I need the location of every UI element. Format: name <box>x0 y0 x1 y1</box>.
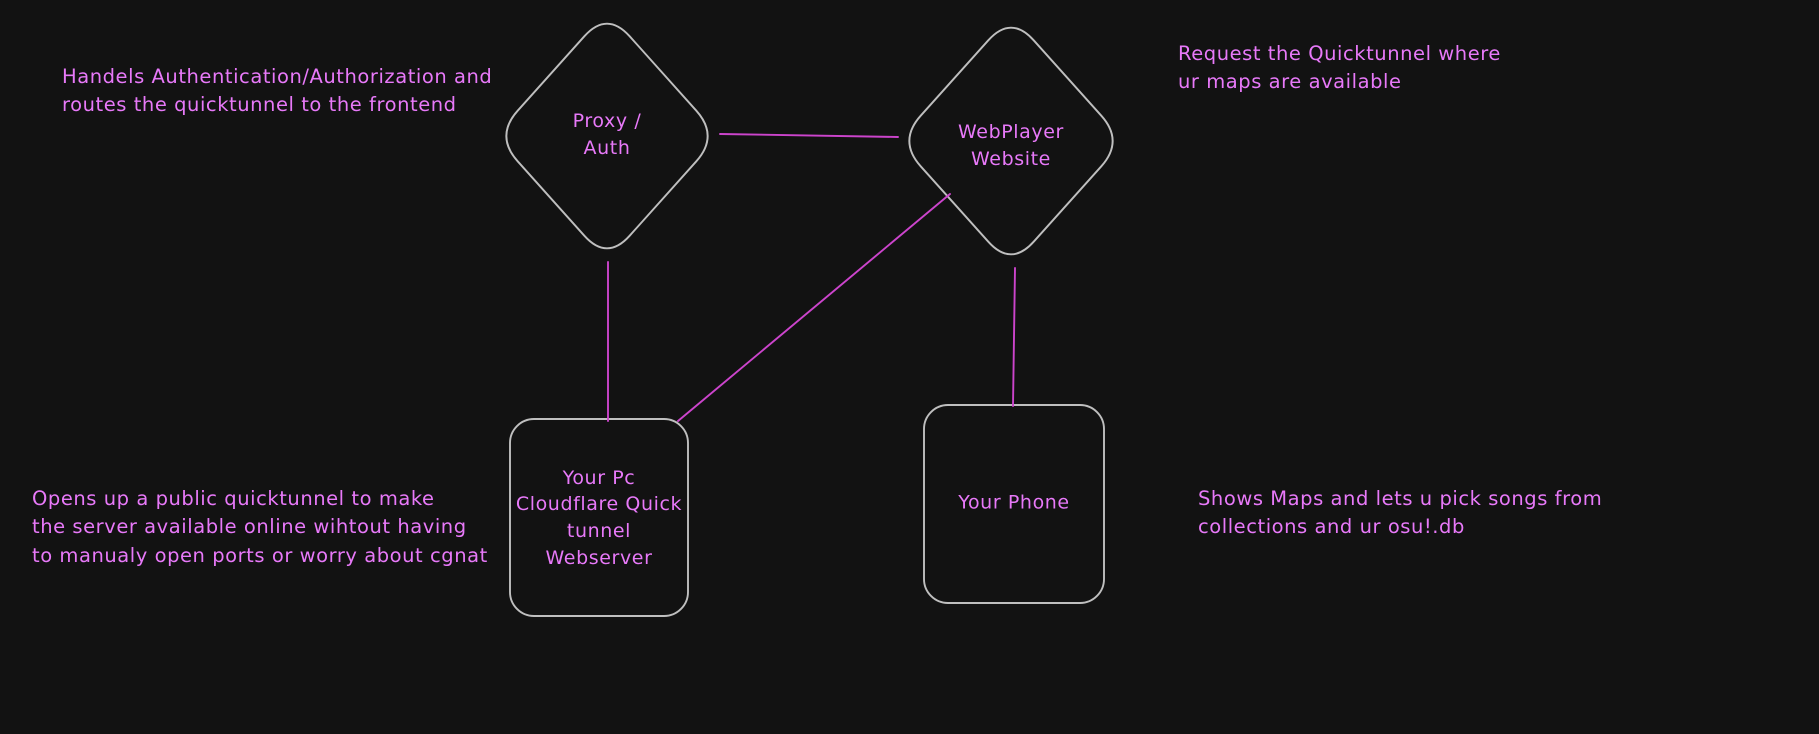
node-label-your-pc: Your Pc Cloudflare Quick tunnel Webserve… <box>515 466 683 570</box>
node-label-webplayer-website: WebPlayer Website <box>958 121 1064 170</box>
node-label-your-phone: Your Phone <box>958 491 1070 514</box>
annotation-proxy-auth: Handels Authentication/Authorization and… <box>62 65 493 117</box>
annotation-webplayer: Request the Quicktunnel where ur maps ar… <box>1178 42 1501 94</box>
annotation-your-pc: Opens up a public quicktunnel to make th… <box>32 487 488 567</box>
node-label-proxy-auth: Proxy / Auth <box>572 110 642 159</box>
annotation-your-phone: Shows Maps and lets u pick songs from co… <box>1198 487 1603 539</box>
